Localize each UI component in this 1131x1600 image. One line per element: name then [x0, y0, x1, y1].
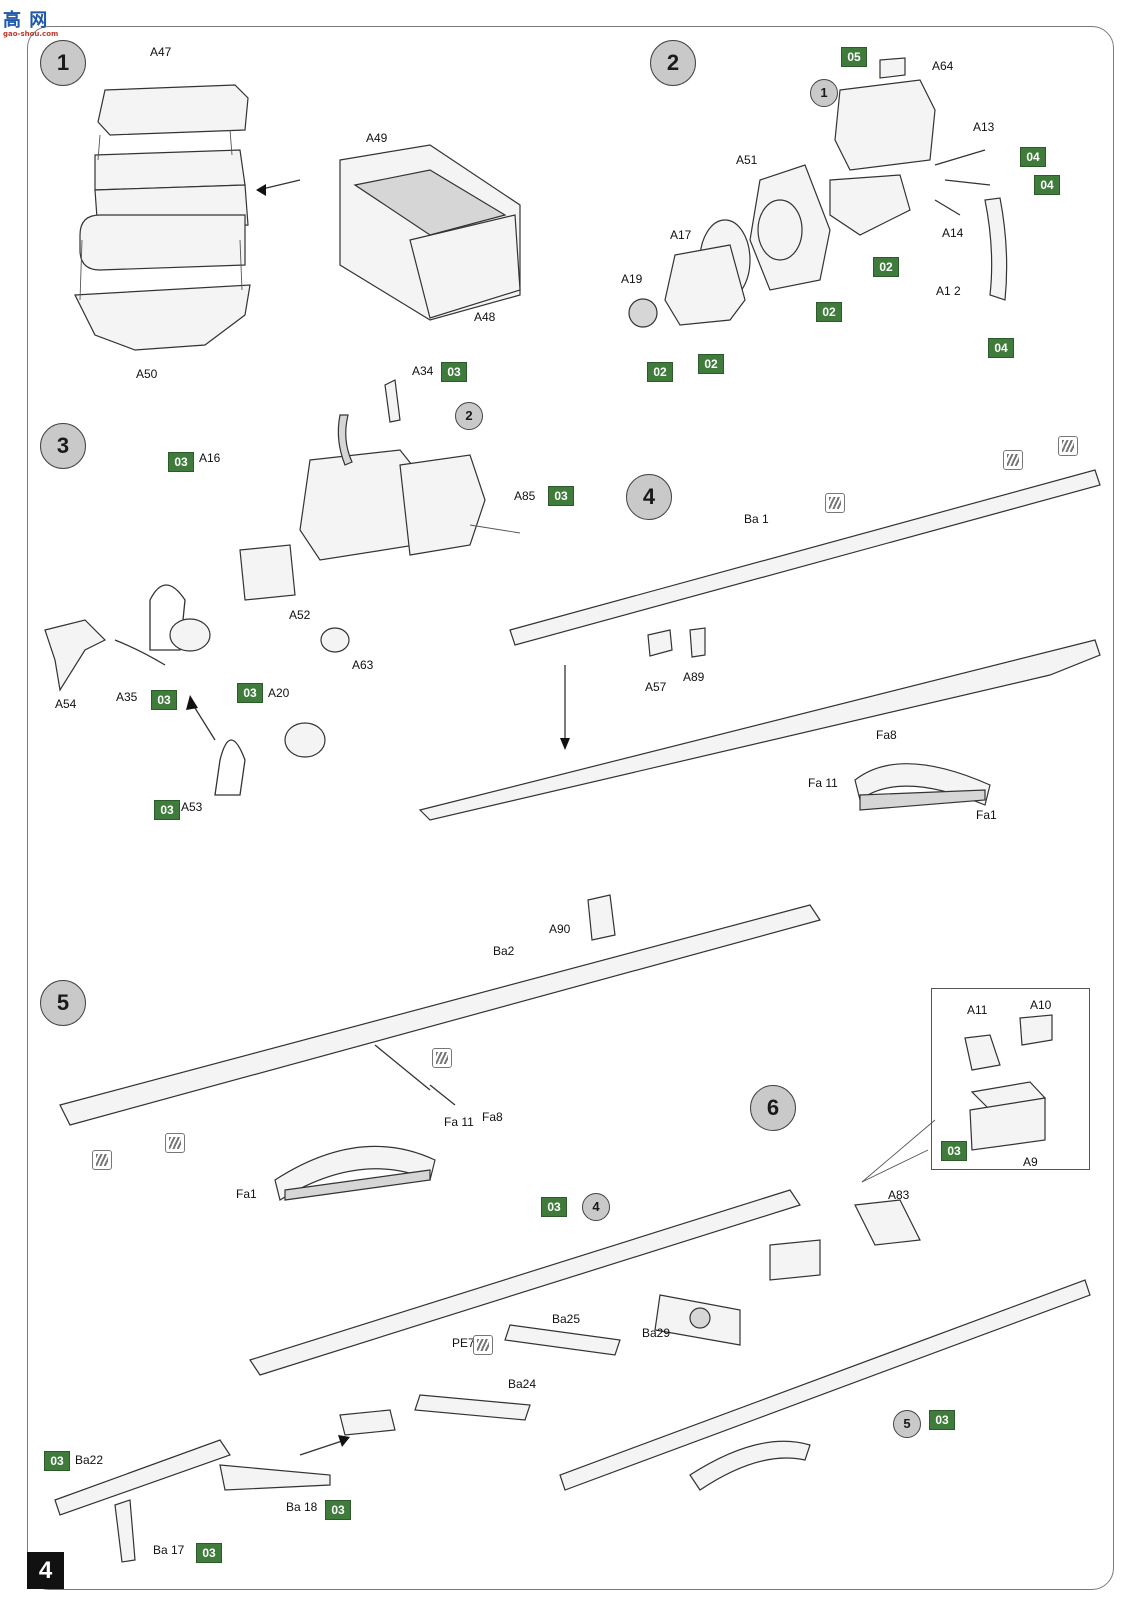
paint-badge: 03 — [441, 362, 467, 382]
label-A20: A20 — [268, 686, 290, 700]
step-3-marker: 3 — [40, 423, 86, 469]
rail-spring-parts — [59, 894, 821, 1201]
paint-badge: 03 — [237, 683, 263, 703]
paint-badge: 02 — [698, 354, 724, 374]
label-A12: A1 2 — [936, 284, 961, 298]
label-A16: A16 — [199, 451, 221, 465]
paint-swatch-icon — [1003, 450, 1023, 470]
engine-block-parts — [74, 84, 521, 351]
label-A63: A63 — [352, 658, 374, 672]
chassis-rail-parts — [418, 469, 1101, 821]
label-A51: A51 — [736, 153, 758, 167]
paint-badge: 03 — [548, 486, 574, 506]
label-Ba22: Ba22 — [75, 1453, 104, 1467]
label-Fa11-bottom: Fa 11 — [444, 1115, 474, 1129]
paint-swatch-icon — [1058, 436, 1078, 456]
label-A48: A48 — [474, 310, 496, 324]
paint-badge: 04 — [1020, 147, 1046, 167]
detail-inset-box — [931, 988, 1090, 1170]
label-Fa1-top: Fa1 — [976, 808, 997, 822]
paint-badge: 03 — [325, 1500, 351, 1520]
label-Fa8-top: Fa8 — [876, 728, 897, 742]
ref-step-1: 1 — [810, 79, 838, 107]
engine-gearbox-parts — [628, 57, 1008, 328]
label-A13: A13 — [973, 120, 995, 134]
label-A11: A11 — [967, 1003, 988, 1017]
label-Fa8-bottom: Fa8 — [482, 1110, 503, 1124]
label-Ba18: Ba 18 — [286, 1500, 318, 1514]
page-frame — [27, 26, 1114, 1590]
label-A49: A49 — [366, 131, 388, 145]
label-A14: A14 — [942, 226, 964, 240]
label-A50: A50 — [136, 367, 158, 381]
label-A52: A52 — [289, 608, 311, 622]
engine-assembly-parts — [44, 379, 521, 796]
page-number: 4 — [27, 1552, 64, 1589]
label-Ba24: Ba24 — [508, 1377, 537, 1391]
paint-badge: 03 — [196, 1543, 222, 1563]
paint-badge: 02 — [647, 362, 673, 382]
label-Ba29: Ba29 — [642, 1326, 671, 1340]
step-1-marker: 1 — [40, 40, 86, 86]
label-A9: A9 — [1023, 1155, 1038, 1169]
step-6-marker: 6 — [750, 1085, 796, 1131]
label-A17: A17 — [670, 228, 692, 242]
ref-step-2: 2 — [455, 402, 483, 430]
paint-swatch-icon — [825, 493, 845, 513]
site-logo: 高 网 gao-shou.com — [3, 10, 59, 38]
label-A89: A89 — [683, 670, 705, 684]
label-Fa1-bottom: Fa1 — [236, 1187, 257, 1201]
label-Ba1: Ba 1 — [744, 512, 769, 526]
label-A57: A57 — [645, 680, 667, 694]
label-A53: A53 — [181, 800, 203, 814]
label-A85: A85 — [514, 489, 536, 503]
label-Ba2: Ba2 — [493, 944, 515, 958]
label-A34: A34 — [412, 364, 434, 378]
label-Fa11-top: Fa 11 — [808, 776, 838, 790]
label-A54: A54 — [55, 697, 77, 711]
label-A47: A47 — [150, 45, 172, 59]
paint-badge: 04 — [988, 338, 1014, 358]
step-5-marker: 5 — [40, 980, 86, 1026]
ref-step-4: 4 — [582, 1193, 610, 1221]
paint-badge: 03 — [941, 1141, 967, 1161]
paint-badge: 02 — [816, 302, 842, 322]
paint-badge: 02 — [873, 257, 899, 277]
paint-swatch-icon — [165, 1133, 185, 1153]
paint-badge: 03 — [44, 1451, 70, 1471]
step-4-marker: 4 — [626, 474, 672, 520]
battery-box-inset — [964, 1014, 1053, 1151]
label-A19: A19 — [621, 272, 643, 286]
paint-badge: 03 — [541, 1197, 567, 1217]
ref-step-5: 5 — [893, 1410, 921, 1438]
paint-swatch-icon — [473, 1335, 493, 1355]
paint-badge: 03 — [151, 690, 177, 710]
chassis-frame-parts — [54, 1119, 1091, 1563]
label-Ba17: Ba 17 — [153, 1543, 185, 1557]
paint-swatch-icon — [432, 1048, 452, 1068]
paint-badge: 04 — [1034, 175, 1060, 195]
label-Ba25: Ba25 — [552, 1312, 581, 1326]
label-A83: A83 — [888, 1188, 910, 1202]
label-A64: A64 — [932, 59, 954, 73]
step-2-marker: 2 — [650, 40, 696, 86]
label-A35: A35 — [116, 690, 138, 704]
paint-badge: 03 — [929, 1410, 955, 1430]
paint-badge: 03 — [168, 452, 194, 472]
label-A90: A90 — [549, 922, 571, 936]
label-A10: A10 — [1030, 998, 1052, 1012]
label-PE7: PE7 — [452, 1336, 475, 1350]
paint-badge: 03 — [154, 800, 180, 820]
paint-swatch-icon — [92, 1150, 112, 1170]
paint-badge: 05 — [841, 47, 867, 67]
